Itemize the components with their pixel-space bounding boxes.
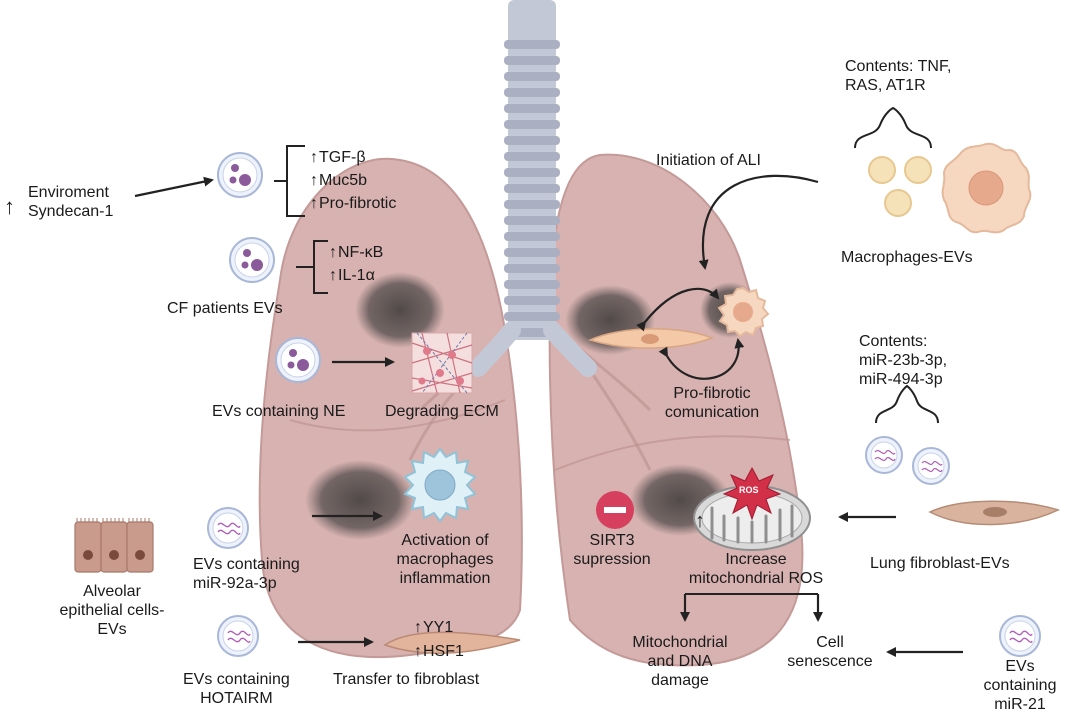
transfer-to-fibroblast-label: Transfer to fibroblast <box>333 671 480 688</box>
ecm-matrix-icon <box>411 332 473 394</box>
cell-senescence-label: Cell senescence <box>787 634 873 670</box>
trachea-ring <box>504 40 560 49</box>
ev-rna-vesicle-icon <box>912 447 950 485</box>
left-lung-fissure <box>289 399 506 432</box>
inhibit-icon <box>596 491 634 529</box>
trachea-ring <box>504 232 560 241</box>
contents-mir-label: Contents: miR-23b-3p, miR-494-3p <box>859 333 948 388</box>
double-arrow <box>658 338 745 380</box>
ev-rna-vesicle-icon <box>865 436 903 474</box>
ev-vesicle-icon <box>217 152 263 198</box>
alveolar-epithelial-evs-label: Alveolar epithelial cells- EVs <box>59 583 165 638</box>
pro-fibrotic-label: Pro-fibrotic <box>310 194 396 213</box>
ev-small-icon <box>884 189 912 217</box>
yy1-label: YY1 <box>414 618 453 637</box>
increase-mitochondrial-ros-label: Increase mitochondrial ROS <box>688 551 824 587</box>
cf-patients-evs-label: CF patients EVs <box>167 300 283 317</box>
nf-kb-label: NF-κB <box>329 243 383 262</box>
trachea-ring <box>504 56 560 65</box>
ev-vesicle-icon <box>275 337 321 383</box>
ev-rna-vesicle-icon <box>999 615 1041 657</box>
activation-macrophages-label: Activation of macrophages inflammation <box>396 532 494 587</box>
damage-spot <box>355 272 445 348</box>
evs-containing-hotairm-label: EVs containing HOTAIRM <box>183 671 290 707</box>
sirt3-suppression-label: SIRT3 supression <box>573 532 651 568</box>
muc5b-label: Muc5b <box>310 171 367 190</box>
ros-badge-label: ROS <box>739 485 759 495</box>
trachea-ring <box>504 200 560 209</box>
ev-small-icon <box>904 156 932 184</box>
ev-small-icon <box>868 156 896 184</box>
up-arrow-icon: ↑ <box>4 194 15 219</box>
trachea-ring <box>504 72 560 81</box>
alveolar-epithelial-cells-icon <box>74 518 154 573</box>
trachea-ring <box>504 168 560 177</box>
trachea-ring <box>504 184 560 193</box>
evs-containing-ne-label: EVs containing NE <box>212 403 346 420</box>
arrow <box>134 176 214 198</box>
trachea-ring <box>504 312 560 321</box>
pro-fibrotic-communication-label: Pro-fibrotic comunication <box>664 385 760 421</box>
trachea <box>469 0 597 377</box>
trachea-ring <box>504 280 560 289</box>
ev-vesicle-icon <box>229 237 275 283</box>
trachea-ring <box>504 264 560 273</box>
il-1a-label: IL-1α <box>329 266 375 285</box>
evs-containing-mir21-label: EVs containing miR-21 <box>983 658 1057 713</box>
trachea-ring <box>504 120 560 129</box>
evs-containing-mir92-label: EVs containing miR-92a-3p <box>193 556 300 592</box>
trachea-ring <box>504 152 560 161</box>
brace <box>854 106 932 149</box>
fibroblast-icon <box>928 500 1061 526</box>
bracket <box>274 145 305 217</box>
double-arrow <box>636 287 720 332</box>
mitochondrial-dna-damage-label: Mitochondrial and DNA damage <box>632 634 728 689</box>
lung-fibroblast-evs-label: Lung fibroblast-EVs <box>870 555 1010 572</box>
trachea-ring <box>504 88 560 97</box>
trachea-ring <box>504 136 560 145</box>
trachea-ring <box>504 296 560 305</box>
ros-burst-icon <box>722 466 782 521</box>
tgf-beta-label: TGF-β <box>310 148 366 167</box>
hsf1-label: HSF1 <box>414 642 464 661</box>
ev-rna-vesicle-icon <box>217 615 259 657</box>
environment-label: Enviroment Syndecan-1 <box>28 184 114 220</box>
ev-rna-vesicle-icon <box>207 507 249 549</box>
initiation-of-ali-label: Initiation of ALI <box>656 152 761 169</box>
up-arrow-icon: ↑ <box>695 510 705 532</box>
trachea-ring <box>504 104 560 113</box>
bracket <box>296 240 328 294</box>
macrophage-icon <box>717 286 770 338</box>
macrophages-evs-label: Macrophages-EVs <box>841 249 973 266</box>
macrophage-icon <box>941 142 1032 234</box>
contents-tnf-label: Contents: TNF, RAS, AT1R <box>845 58 952 94</box>
trachea-ring <box>504 216 560 225</box>
arrow <box>698 174 819 270</box>
brace <box>875 384 939 424</box>
damage-spot <box>305 460 415 540</box>
trachea-ring <box>504 248 560 257</box>
degrading-ecm-label: Degrading ECM <box>385 403 499 420</box>
right-lung-fissure <box>554 435 791 471</box>
activated-macrophage-icon <box>403 447 477 523</box>
